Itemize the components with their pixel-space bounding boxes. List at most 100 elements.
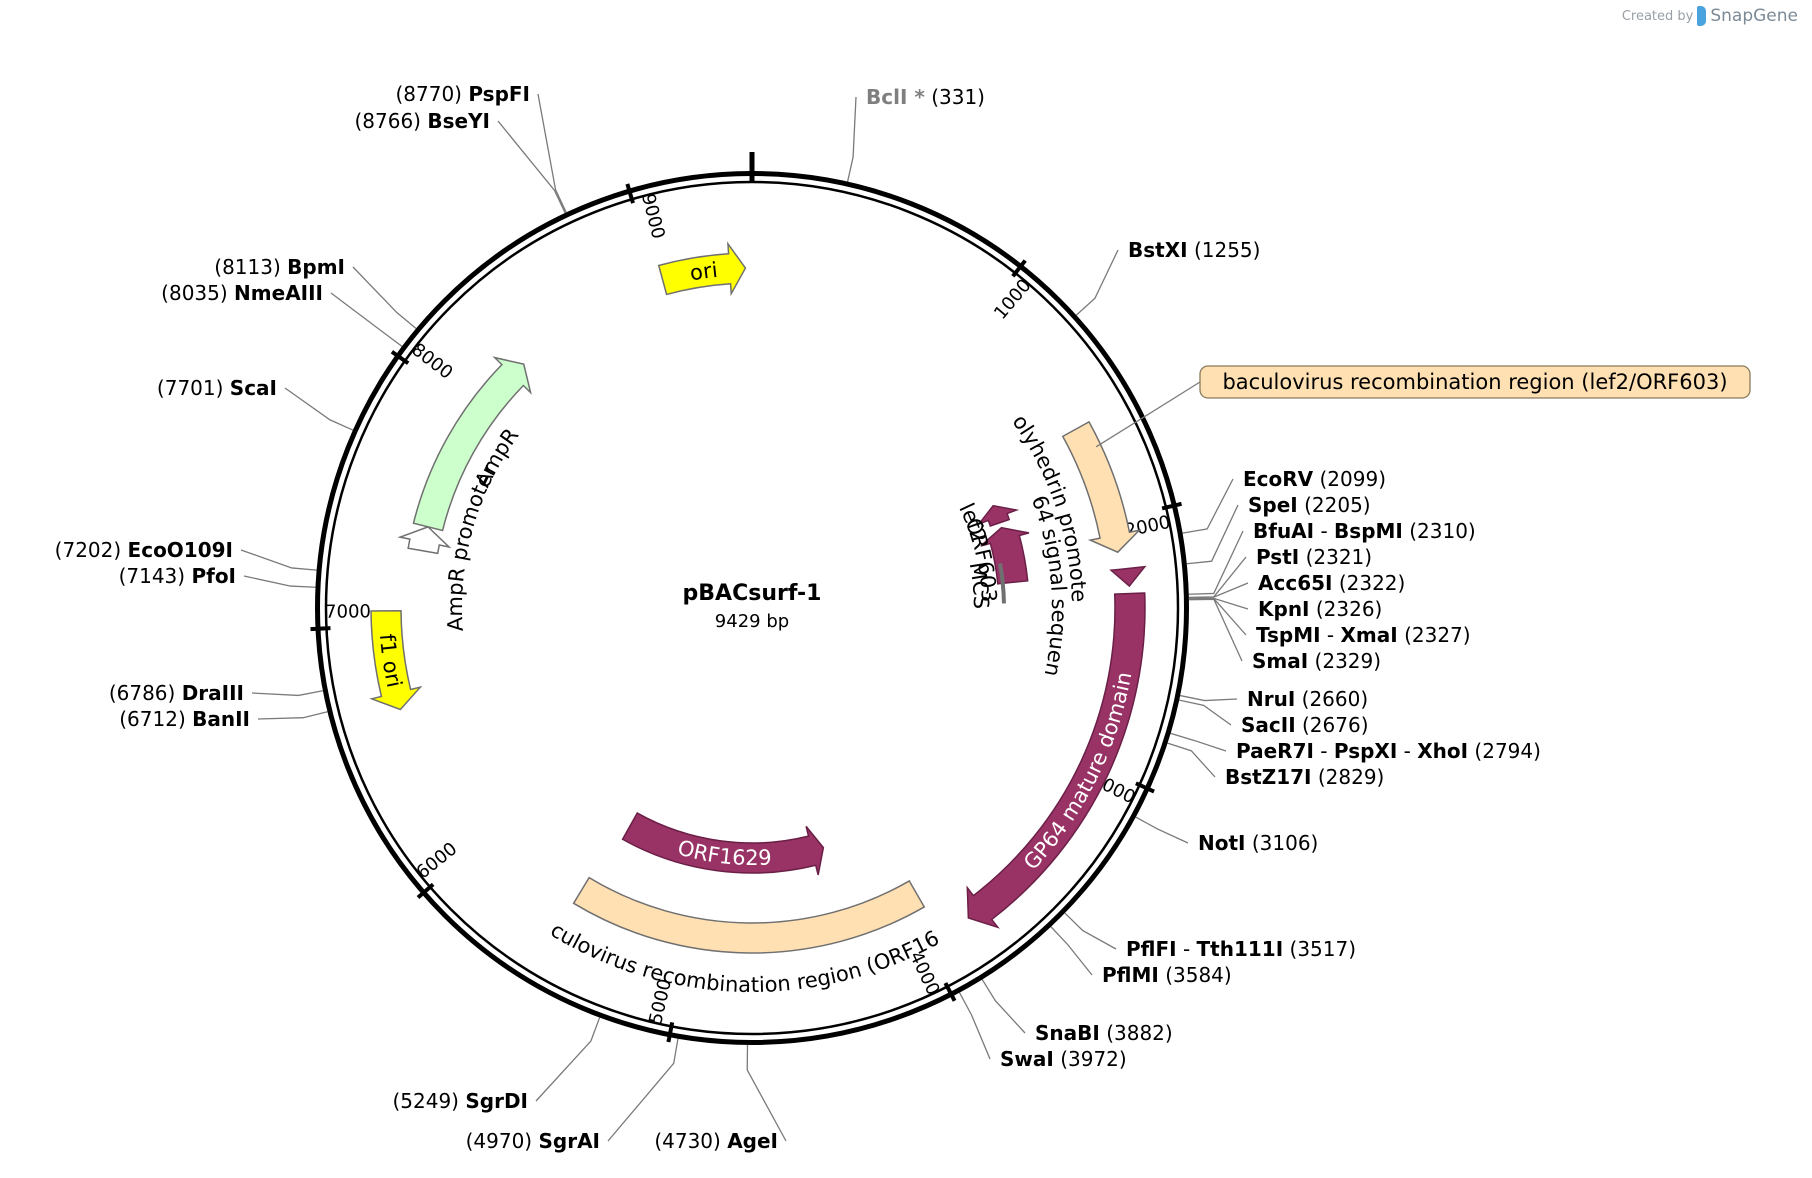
feature-f1-ori[interactable]: f1 ori bbox=[369, 550, 423, 768]
feature-mcs[interactable]: MCS bbox=[957, 522, 1006, 653]
enzyme-name: PspFI bbox=[468, 82, 530, 106]
site-leader bbox=[1188, 582, 1249, 599]
site-banii[interactable]: (6712) BanII bbox=[119, 707, 250, 731]
site-leader bbox=[1186, 504, 1239, 565]
site-kpni[interactable]: KpnI (2326) bbox=[1258, 597, 1382, 621]
enzyme-name: NotI bbox=[1198, 831, 1245, 855]
site-snabi[interactable]: SnaBI (3882) bbox=[1035, 1021, 1173, 1045]
site-position: (2205) bbox=[1304, 493, 1371, 517]
site-leader bbox=[240, 549, 317, 571]
feature-ori[interactable]: ori bbox=[609, 241, 804, 307]
feature-shape bbox=[572, 876, 926, 954]
feature-shape bbox=[980, 526, 1030, 585]
site-scai[interactable]: (7701) ScaI bbox=[157, 376, 277, 400]
site-label: PflFI - Tth111I (3517) bbox=[1126, 937, 1356, 961]
site-sgrdi[interactable]: (5249) SgrDI bbox=[392, 1089, 528, 1113]
site-bstz17i[interactable]: BstZ17I (2829) bbox=[1225, 765, 1384, 789]
site-label: (6786) DraIII bbox=[109, 681, 244, 705]
site-pfoi[interactable]: (7143) PfoI bbox=[119, 564, 236, 588]
enzyme-name: Acc65I bbox=[1258, 571, 1332, 595]
tick-mark bbox=[390, 350, 410, 365]
site-agei[interactable]: (4730) AgeI bbox=[654, 1129, 778, 1153]
site-position: (2794) bbox=[1474, 739, 1541, 763]
feature-label: ori bbox=[688, 258, 719, 286]
separator: - bbox=[1321, 623, 1341, 647]
site-paer7i-pspxi-xhoi[interactable]: PaeR7I - PspXI - XhoI (2794) bbox=[1236, 739, 1541, 763]
site-label: (8766) BseYI bbox=[354, 109, 490, 133]
site-position: (2326) bbox=[1316, 597, 1383, 621]
enzyme-name: Tth111I bbox=[1197, 937, 1284, 961]
site-position: (8770) bbox=[395, 82, 462, 106]
site-position: (7143) bbox=[119, 564, 186, 588]
site-label: EcoRV (2099) bbox=[1243, 467, 1386, 491]
feature-shape bbox=[998, 563, 1006, 604]
site-noti[interactable]: NotI (3106) bbox=[1198, 831, 1318, 855]
site-sacii[interactable]: SacII (2676) bbox=[1241, 713, 1369, 737]
site-position: (4730) bbox=[654, 1129, 721, 1153]
site-position: (8113) bbox=[214, 255, 281, 279]
site-position: (2829) bbox=[1318, 765, 1385, 789]
enzyme-name: SwaI bbox=[1000, 1047, 1054, 1071]
site-position: (8766) bbox=[354, 109, 421, 133]
tick-label: 1000 bbox=[990, 275, 1036, 324]
leader-line bbox=[1095, 381, 1201, 448]
enzyme-name: SgrDI bbox=[465, 1089, 528, 1113]
enzyme-name: BclI * bbox=[866, 85, 925, 109]
tick-mark bbox=[416, 882, 435, 900]
site-label: SnaBI (3882) bbox=[1035, 1021, 1173, 1045]
site-ecorv[interactable]: EcoRV (2099) bbox=[1243, 467, 1386, 491]
site-position: (5249) bbox=[392, 1089, 459, 1113]
site-bfuai-bspmi[interactable]: BfuAI - BspMI (2310) bbox=[1253, 519, 1476, 543]
site-leader bbox=[1170, 732, 1227, 752]
site-ecoo109i[interactable]: (7202) EcoO109I bbox=[55, 538, 233, 562]
site-nrui[interactable]: NruI (2660) bbox=[1247, 687, 1368, 711]
site-position: (3517) bbox=[1290, 937, 1357, 961]
site-leader bbox=[846, 96, 857, 182]
site-pflfi-tth111i[interactable]: PflFI - Tth111I (3517) bbox=[1126, 937, 1356, 961]
site-bcli[interactable]: BclI * (331) bbox=[866, 85, 985, 109]
site-sgrai[interactable]: (4970) SgrAI bbox=[466, 1129, 600, 1153]
site-tspmi-xmai[interactable]: TspMI - XmaI (2327) bbox=[1256, 623, 1471, 647]
enzyme-name: PflFI bbox=[1126, 937, 1177, 961]
feature-orf1629[interactable]: ORF1629 bbox=[621, 812, 826, 876]
feature-ampr[interactable]: AmpR bbox=[412, 356, 556, 542]
site-acc65i[interactable]: Acc65I (2322) bbox=[1258, 571, 1405, 595]
separator: - bbox=[1397, 739, 1417, 763]
site-label: (4730) AgeI bbox=[654, 1129, 778, 1153]
feature-baculovirus-recombination-region-lef2-orf603[interactable]: baculovirus recombination region (lef2/O… bbox=[1095, 365, 1751, 448]
site-smai[interactable]: SmaI (2329) bbox=[1252, 649, 1381, 673]
site-swai[interactable]: SwaI (3972) bbox=[1000, 1047, 1127, 1071]
site-psti[interactable]: PstI (2321) bbox=[1256, 545, 1372, 569]
site-label: (6712) BanII bbox=[119, 707, 250, 731]
site-nmeaiii[interactable]: (8035) NmeAIII bbox=[161, 281, 323, 305]
site-bseyi[interactable]: (8766) BseYI bbox=[354, 109, 490, 133]
site-leader bbox=[243, 575, 316, 588]
enzyme-name: BanII bbox=[192, 707, 250, 731]
site-bpmi[interactable]: (8113) BpmI bbox=[214, 255, 345, 279]
site-leader bbox=[607, 1038, 679, 1142]
tick-label: 7000 bbox=[325, 601, 371, 623]
site-leader-lines bbox=[240, 93, 1249, 1142]
site-bstxi[interactable]: BstXI (1255) bbox=[1128, 238, 1260, 262]
site-pflmi[interactable]: PflMI (3584) bbox=[1102, 963, 1232, 987]
feature-shape bbox=[1061, 420, 1142, 554]
site-draiii[interactable]: (6786) DraIII bbox=[109, 681, 244, 705]
enzyme-name: EcoO109I bbox=[128, 538, 233, 562]
site-position: (2327) bbox=[1404, 623, 1471, 647]
site-label: BstZ17I (2829) bbox=[1225, 765, 1384, 789]
site-pspfi[interactable]: (8770) PspFI bbox=[395, 82, 530, 106]
external-label-text: baculovirus recombination region (lef2/O… bbox=[1222, 370, 1727, 394]
feature-shape bbox=[621, 812, 825, 876]
site-label: (8113) BpmI bbox=[214, 255, 345, 279]
site-spei[interactable]: SpeI (2205) bbox=[1248, 493, 1371, 517]
site-label: BfuAI - BspMI (2310) bbox=[1253, 519, 1476, 543]
site-position: (7701) bbox=[157, 376, 224, 400]
plasmid-center: pBACsurf-1 9429 bp bbox=[683, 581, 822, 632]
site-position: (3972) bbox=[1060, 1047, 1127, 1071]
site-leader bbox=[535, 1017, 601, 1102]
site-leader bbox=[537, 93, 567, 213]
enzyme-name: SacII bbox=[1241, 713, 1296, 737]
site-leader bbox=[1188, 530, 1244, 595]
